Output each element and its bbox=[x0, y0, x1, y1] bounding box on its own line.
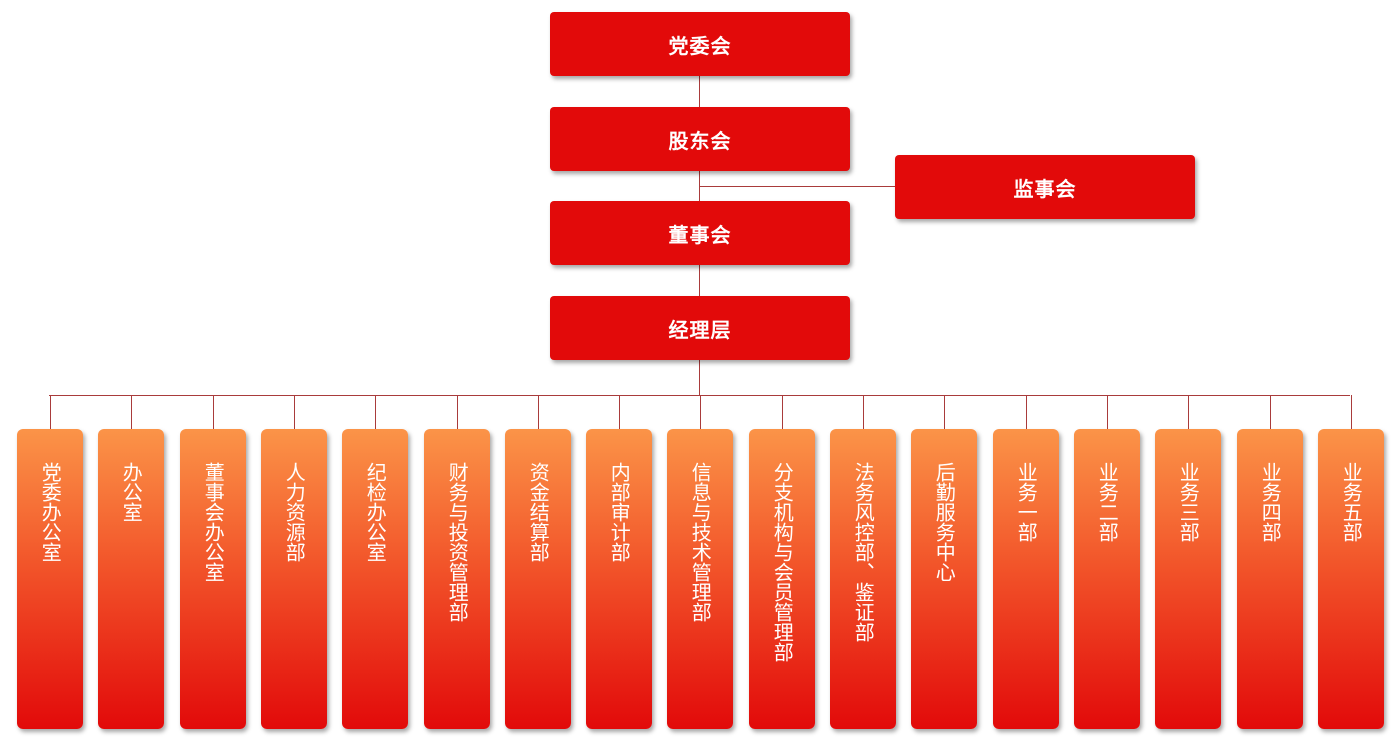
supervisors-box: 监事会 bbox=[895, 155, 1195, 219]
connector-drop bbox=[782, 395, 783, 429]
department-label: 后勤服务中心 bbox=[932, 462, 957, 582]
department-box: 分支机构与会员管理部 bbox=[749, 429, 815, 729]
department-label: 分支机构与会员管理部 bbox=[770, 462, 795, 662]
connector-drop bbox=[50, 395, 51, 429]
board-label: 董事会 bbox=[668, 222, 732, 247]
connector-drop bbox=[213, 395, 214, 429]
connector-supervisors bbox=[699, 186, 896, 187]
connector-drop bbox=[863, 395, 864, 429]
department-label: 人力资源部 bbox=[282, 462, 307, 562]
connector-drop bbox=[1188, 395, 1189, 429]
department-label: 办公室 bbox=[119, 462, 144, 522]
department-box: 业务三部 bbox=[1155, 429, 1221, 729]
department-box: 纪检办公室 bbox=[342, 429, 408, 729]
department-box: 内部审计部 bbox=[586, 429, 652, 729]
connector-drop bbox=[1270, 395, 1271, 429]
management-box: 经理层 bbox=[550, 296, 850, 360]
department-label: 法务风控部、鉴证部 bbox=[851, 462, 876, 642]
department-label: 信息与技术管理部 bbox=[688, 462, 713, 622]
shareholders-box: 股东会 bbox=[550, 107, 850, 171]
department-box: 业务五部 bbox=[1318, 429, 1384, 729]
department-box: 财务与投资管理部 bbox=[424, 429, 490, 729]
connector-drop bbox=[457, 395, 458, 429]
party-committee-label: 党委会 bbox=[668, 33, 732, 58]
department-box: 办公室 bbox=[98, 429, 164, 729]
connector-departments bbox=[49, 395, 1350, 396]
department-label: 业务三部 bbox=[1176, 462, 1201, 542]
board-box: 董事会 bbox=[550, 201, 850, 265]
department-box: 信息与技术管理部 bbox=[667, 429, 733, 729]
department-label: 党委办公室 bbox=[38, 462, 63, 562]
department-box: 业务一部 bbox=[993, 429, 1059, 729]
management-label: 经理层 bbox=[668, 317, 732, 342]
department-label: 业务五部 bbox=[1339, 462, 1364, 542]
department-box: 人力资源部 bbox=[261, 429, 327, 729]
connector-drop bbox=[944, 395, 945, 429]
connector-drop bbox=[619, 395, 620, 429]
connector-drop bbox=[1351, 395, 1352, 429]
department-box: 党委办公室 bbox=[17, 429, 83, 729]
party-committee-box: 党委会 bbox=[550, 12, 850, 76]
department-label: 董事会办公室 bbox=[201, 462, 226, 582]
connector-drop bbox=[294, 395, 295, 429]
department-box: 业务二部 bbox=[1074, 429, 1140, 729]
connector-drop bbox=[375, 395, 376, 429]
department-label: 财务与投资管理部 bbox=[445, 462, 470, 622]
department-label: 纪检办公室 bbox=[363, 462, 388, 562]
connector-drop bbox=[1107, 395, 1108, 429]
department-box: 资金结算部 bbox=[505, 429, 571, 729]
connector-drop bbox=[700, 395, 701, 429]
department-label: 业务四部 bbox=[1258, 462, 1283, 542]
department-label: 业务一部 bbox=[1014, 462, 1039, 542]
connector-drop bbox=[131, 395, 132, 429]
connector-drop bbox=[1026, 395, 1027, 429]
department-box: 业务四部 bbox=[1237, 429, 1303, 729]
department-label: 业务二部 bbox=[1095, 462, 1120, 542]
department-label: 资金结算部 bbox=[526, 462, 551, 562]
connector-drop bbox=[538, 395, 539, 429]
department-box: 后勤服务中心 bbox=[911, 429, 977, 729]
department-box: 董事会办公室 bbox=[180, 429, 246, 729]
supervisors-label: 监事会 bbox=[1013, 176, 1077, 201]
department-label: 内部审计部 bbox=[607, 462, 632, 562]
department-box: 法务风控部、鉴证部 bbox=[830, 429, 896, 729]
shareholders-label: 股东会 bbox=[668, 128, 732, 153]
